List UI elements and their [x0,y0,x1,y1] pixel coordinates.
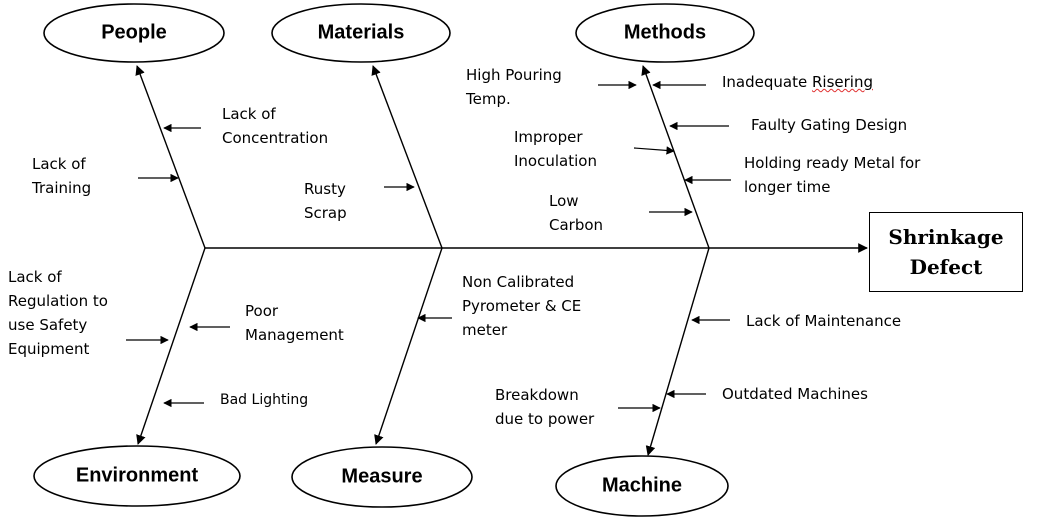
effect-line-1: Shrinkage [888,225,1004,249]
cause-non-calibrated-pyrometer: Non Calibrated Pyrometer & CE meter [462,273,582,339]
cause-arrow [633,146,675,155]
cause-improper-inoculation: Improper Inoculation [514,128,597,170]
machine-ellipse [555,455,729,517]
people-ellipse [43,3,225,63]
materials-bone [371,65,443,249]
cause-bad-lighting: Bad Lighting [220,392,309,408]
category-environment: Environment [75,464,199,487]
methods-bone [641,65,710,249]
cause-faulty-gating-design: Faulty Gating Design [751,116,908,134]
cause-low-carbon: Low Carbon [549,192,604,234]
cause-poor-management: Poor Management [245,302,344,344]
cause-lack-of-maintenance: Lack of Maintenance [746,312,902,330]
environment-bone [136,247,206,445]
people-bone [135,65,206,249]
category-people: People [101,21,167,44]
cause-rusty-scrap: Rusty Scrap [304,180,347,222]
cause-holding-ready-metal: Holding ready Metal for longer time [744,154,921,196]
effect-line-2: Defect [909,255,983,279]
machine-bone [645,247,710,456]
effect-box: Shrinkage Defect [869,212,1023,292]
materials-ellipse [271,3,451,63]
cause-inadequate-risering: Inadequate Risering [722,73,873,91]
cause-lack-of-concentration: Lack of Concentration [222,105,329,147]
cause-lack-of-training: Lack of Training [32,155,92,197]
cause-lack-of-regulation: Lack of Regulation to use Safety Equipme… [8,268,108,358]
category-measure: Measure [341,465,423,488]
cause-high-pouring-temp: High Pouring Temp. [466,66,562,108]
category-materials: Materials [317,21,405,44]
measure-bone [374,247,443,445]
environment-ellipse [33,445,241,507]
cause-outdated-machines: Outdated Machines [722,385,868,403]
category-methods: Methods [623,21,707,44]
measure-ellipse [291,446,473,508]
category-machine: Machine [601,474,683,497]
cause-breakdown-due-to-power: Breakdown due to power [495,386,595,428]
methods-ellipse [575,3,755,63]
